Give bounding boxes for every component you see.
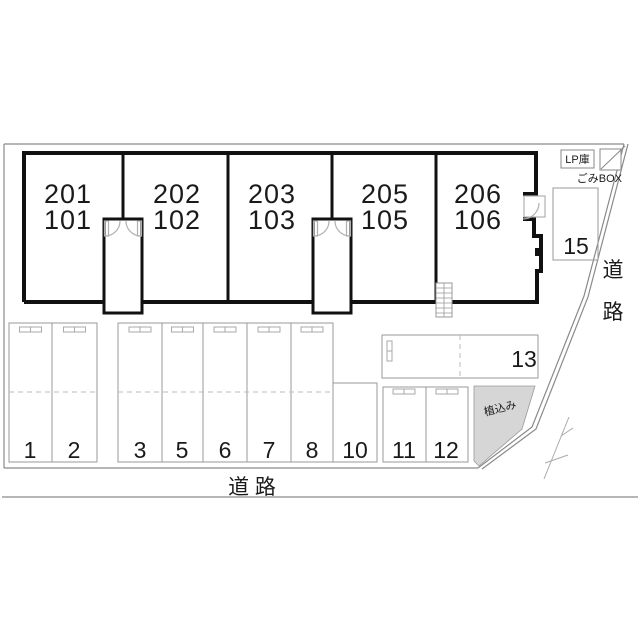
road-label-right-2: 路 [603, 301, 624, 324]
door-arc-icon [104, 220, 121, 237]
road-label-bottom: 道 路 [228, 476, 276, 499]
lp-storage-box: LP庫 [560, 149, 595, 169]
site-boundary-lines [2, 143, 638, 498]
door-leaf-icon [523, 195, 546, 218]
survey-mark-icon [543, 416, 574, 480]
garbage-box-slash-icon [600, 145, 626, 170]
parking-stall-number: 6 [219, 437, 232, 463]
unit-label-lower: 101 [44, 205, 92, 235]
unit-label-upper: 201 [44, 179, 92, 209]
garbage-box: ごみBOX [577, 145, 626, 185]
parking-stall-number: 11 [392, 437, 416, 463]
building-outline [22, 151, 538, 302]
parking-stall-number: 2 [68, 437, 81, 463]
parking-stall-number: 15 [563, 233, 589, 259]
parking-lot: 1 2 3 5 6 7 8 10 11 12 13 15 [8, 187, 599, 463]
building: 201 101 202 102 203 103 205 105 206 106 [22, 151, 546, 318]
boundary-line-east-outer [477, 143, 625, 469]
road-label-right-1: 道 [603, 259, 624, 282]
entrance-vestibule [311, 217, 353, 315]
parking-stall-number: 3 [134, 437, 147, 463]
door-arc-icon [313, 220, 330, 237]
unit-label-lower: 103 [248, 205, 296, 235]
parking-stall-number: 5 [176, 437, 189, 463]
door-arc-icon [522, 202, 540, 220]
unit-label-upper: 202 [153, 179, 201, 209]
unit-206-entrance [522, 195, 546, 220]
unit-label-lower: 106 [454, 205, 502, 235]
garbage-box-label: ごみBOX [577, 171, 623, 185]
parking-stall-number: 12 [433, 437, 459, 463]
unit-labels: 201 101 202 102 203 103 205 105 206 106 [44, 179, 502, 235]
parking-stall-number: 10 [342, 437, 368, 463]
parking-stall-number: 8 [306, 437, 319, 463]
planting-area: 植込み [473, 385, 536, 467]
parking-stall-15 [552, 187, 599, 261]
parking-stall-10 [332, 382, 378, 463]
unit-label-lower: 105 [361, 205, 409, 235]
door-arc-icon [334, 220, 351, 237]
entrance-vestibule [102, 217, 144, 315]
wheel-stop-icons [19, 326, 459, 395]
building-outline-right [24, 217, 543, 304]
parking-stall-number: 7 [263, 437, 276, 463]
unit-label-upper: 205 [361, 179, 409, 209]
lp-storage-label: LP庫 [565, 152, 589, 166]
door-arc-icon [125, 220, 142, 237]
unit-label-lower: 102 [153, 205, 201, 235]
unit-label-upper: 203 [248, 179, 296, 209]
parking-stall-number: 13 [511, 346, 537, 372]
unit-label-upper: 206 [454, 179, 502, 209]
staircase-icon [435, 282, 453, 318]
boundary-line-east-inner [481, 143, 629, 470]
parking-stall-number: 1 [24, 437, 37, 463]
